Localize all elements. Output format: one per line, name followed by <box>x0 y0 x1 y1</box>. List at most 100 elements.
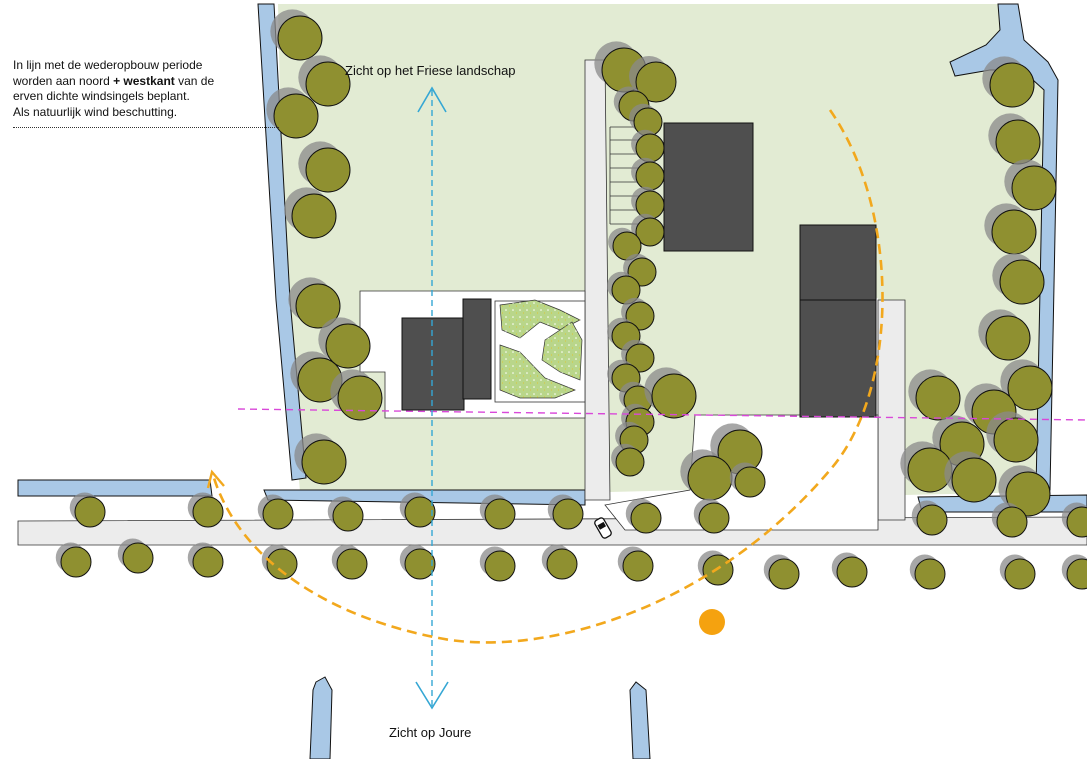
annotation-line-1: In lijn met de wederopbouw periode <box>13 58 203 72</box>
tree <box>697 550 734 586</box>
tree <box>261 544 298 580</box>
tree-crown <box>625 301 655 331</box>
tree <box>982 56 1035 108</box>
tree-crown <box>546 548 578 580</box>
tree <box>541 544 578 580</box>
tree-crown <box>951 457 997 503</box>
tree-crown <box>332 500 364 532</box>
tree <box>991 502 1028 538</box>
tree <box>911 500 948 536</box>
tree-crown <box>687 455 733 501</box>
tree <box>547 494 584 530</box>
tree <box>479 494 516 530</box>
tree-crown <box>404 496 436 528</box>
tree <box>1000 359 1053 411</box>
tree-crown <box>74 496 106 528</box>
ditch-east <box>949 3 1059 491</box>
tree <box>257 494 294 530</box>
tree <box>617 546 654 582</box>
tree-crown <box>60 546 92 578</box>
tree-crown <box>1005 471 1051 517</box>
building-barn-north <box>663 122 754 252</box>
tree-crown <box>989 62 1035 108</box>
tree-crown <box>651 373 697 419</box>
tree-crown <box>916 504 948 536</box>
tree-crown <box>734 466 766 498</box>
tree <box>288 277 341 329</box>
annotation-line-3: erven dichte windsingels beplant. <box>13 89 190 103</box>
tree <box>294 433 347 485</box>
tree <box>270 9 323 61</box>
building-barn-east-bottom <box>799 299 877 418</box>
tree <box>621 297 655 331</box>
tree <box>69 492 106 528</box>
annotation-line-2-start: worden aan noord <box>13 73 114 88</box>
tree-crown <box>552 498 584 530</box>
tree <box>984 203 1037 255</box>
tree-crown <box>192 496 224 528</box>
tree-crown <box>625 343 655 373</box>
tree <box>831 552 868 588</box>
section-line <box>237 408 1087 421</box>
tree <box>1061 554 1087 590</box>
tree-crown <box>996 506 1028 538</box>
ditch-west <box>257 3 307 481</box>
tree-crown <box>325 323 371 369</box>
tree-crown <box>273 93 319 139</box>
sun-path <box>206 109 884 644</box>
tree-crown <box>914 558 946 590</box>
tree-crown <box>702 554 734 586</box>
building-barn-east-top <box>799 224 877 301</box>
tree-crown <box>305 61 351 107</box>
tree <box>631 157 665 191</box>
tree-crown <box>1011 165 1057 211</box>
view-label-north: Zicht op het Friese landschap <box>345 63 516 78</box>
tree <box>999 554 1036 590</box>
tree-crown <box>262 498 294 530</box>
tree <box>298 55 351 107</box>
tree <box>330 369 383 421</box>
tree-crown <box>635 61 677 103</box>
tree-crown <box>1066 506 1087 538</box>
tree <box>909 554 946 590</box>
annotation-text: In lijn met de wederopbouw periode worde… <box>13 58 313 120</box>
annotation-line-2-end: van de <box>174 73 215 88</box>
tree <box>710 423 763 475</box>
tree-crown <box>836 556 868 588</box>
tree-crown <box>635 161 665 191</box>
tree <box>479 546 516 582</box>
ditch-road-north-left <box>17 479 213 497</box>
tree-crown <box>266 548 298 580</box>
tree <box>978 309 1031 361</box>
tree-crown <box>1007 365 1053 411</box>
tree <box>608 227 642 261</box>
tree-crown <box>192 546 224 578</box>
ditch-south-right <box>629 681 651 759</box>
tree-crown <box>295 283 341 329</box>
sight-line <box>415 86 449 710</box>
tree-crown <box>336 548 368 580</box>
tree <box>992 253 1045 305</box>
building-house-main <box>401 317 465 411</box>
tree <box>187 542 224 578</box>
tree-crown <box>337 375 383 421</box>
tree-crown <box>622 550 654 582</box>
car-icon <box>594 517 612 539</box>
tree-crown <box>484 550 516 582</box>
tree <box>611 443 645 477</box>
trees <box>55 9 1087 590</box>
sun-icon <box>699 609 725 635</box>
tree-crown <box>768 558 800 590</box>
tree-crown <box>915 375 961 421</box>
tree-crown <box>1066 558 1087 590</box>
tree <box>1004 159 1057 211</box>
tree-crown <box>999 259 1045 305</box>
tree-crown <box>635 217 665 247</box>
tree-crown <box>630 502 662 534</box>
tree <box>680 449 733 501</box>
tree <box>298 141 351 193</box>
tree <box>998 465 1051 517</box>
tree <box>327 496 364 532</box>
tree <box>399 544 436 580</box>
